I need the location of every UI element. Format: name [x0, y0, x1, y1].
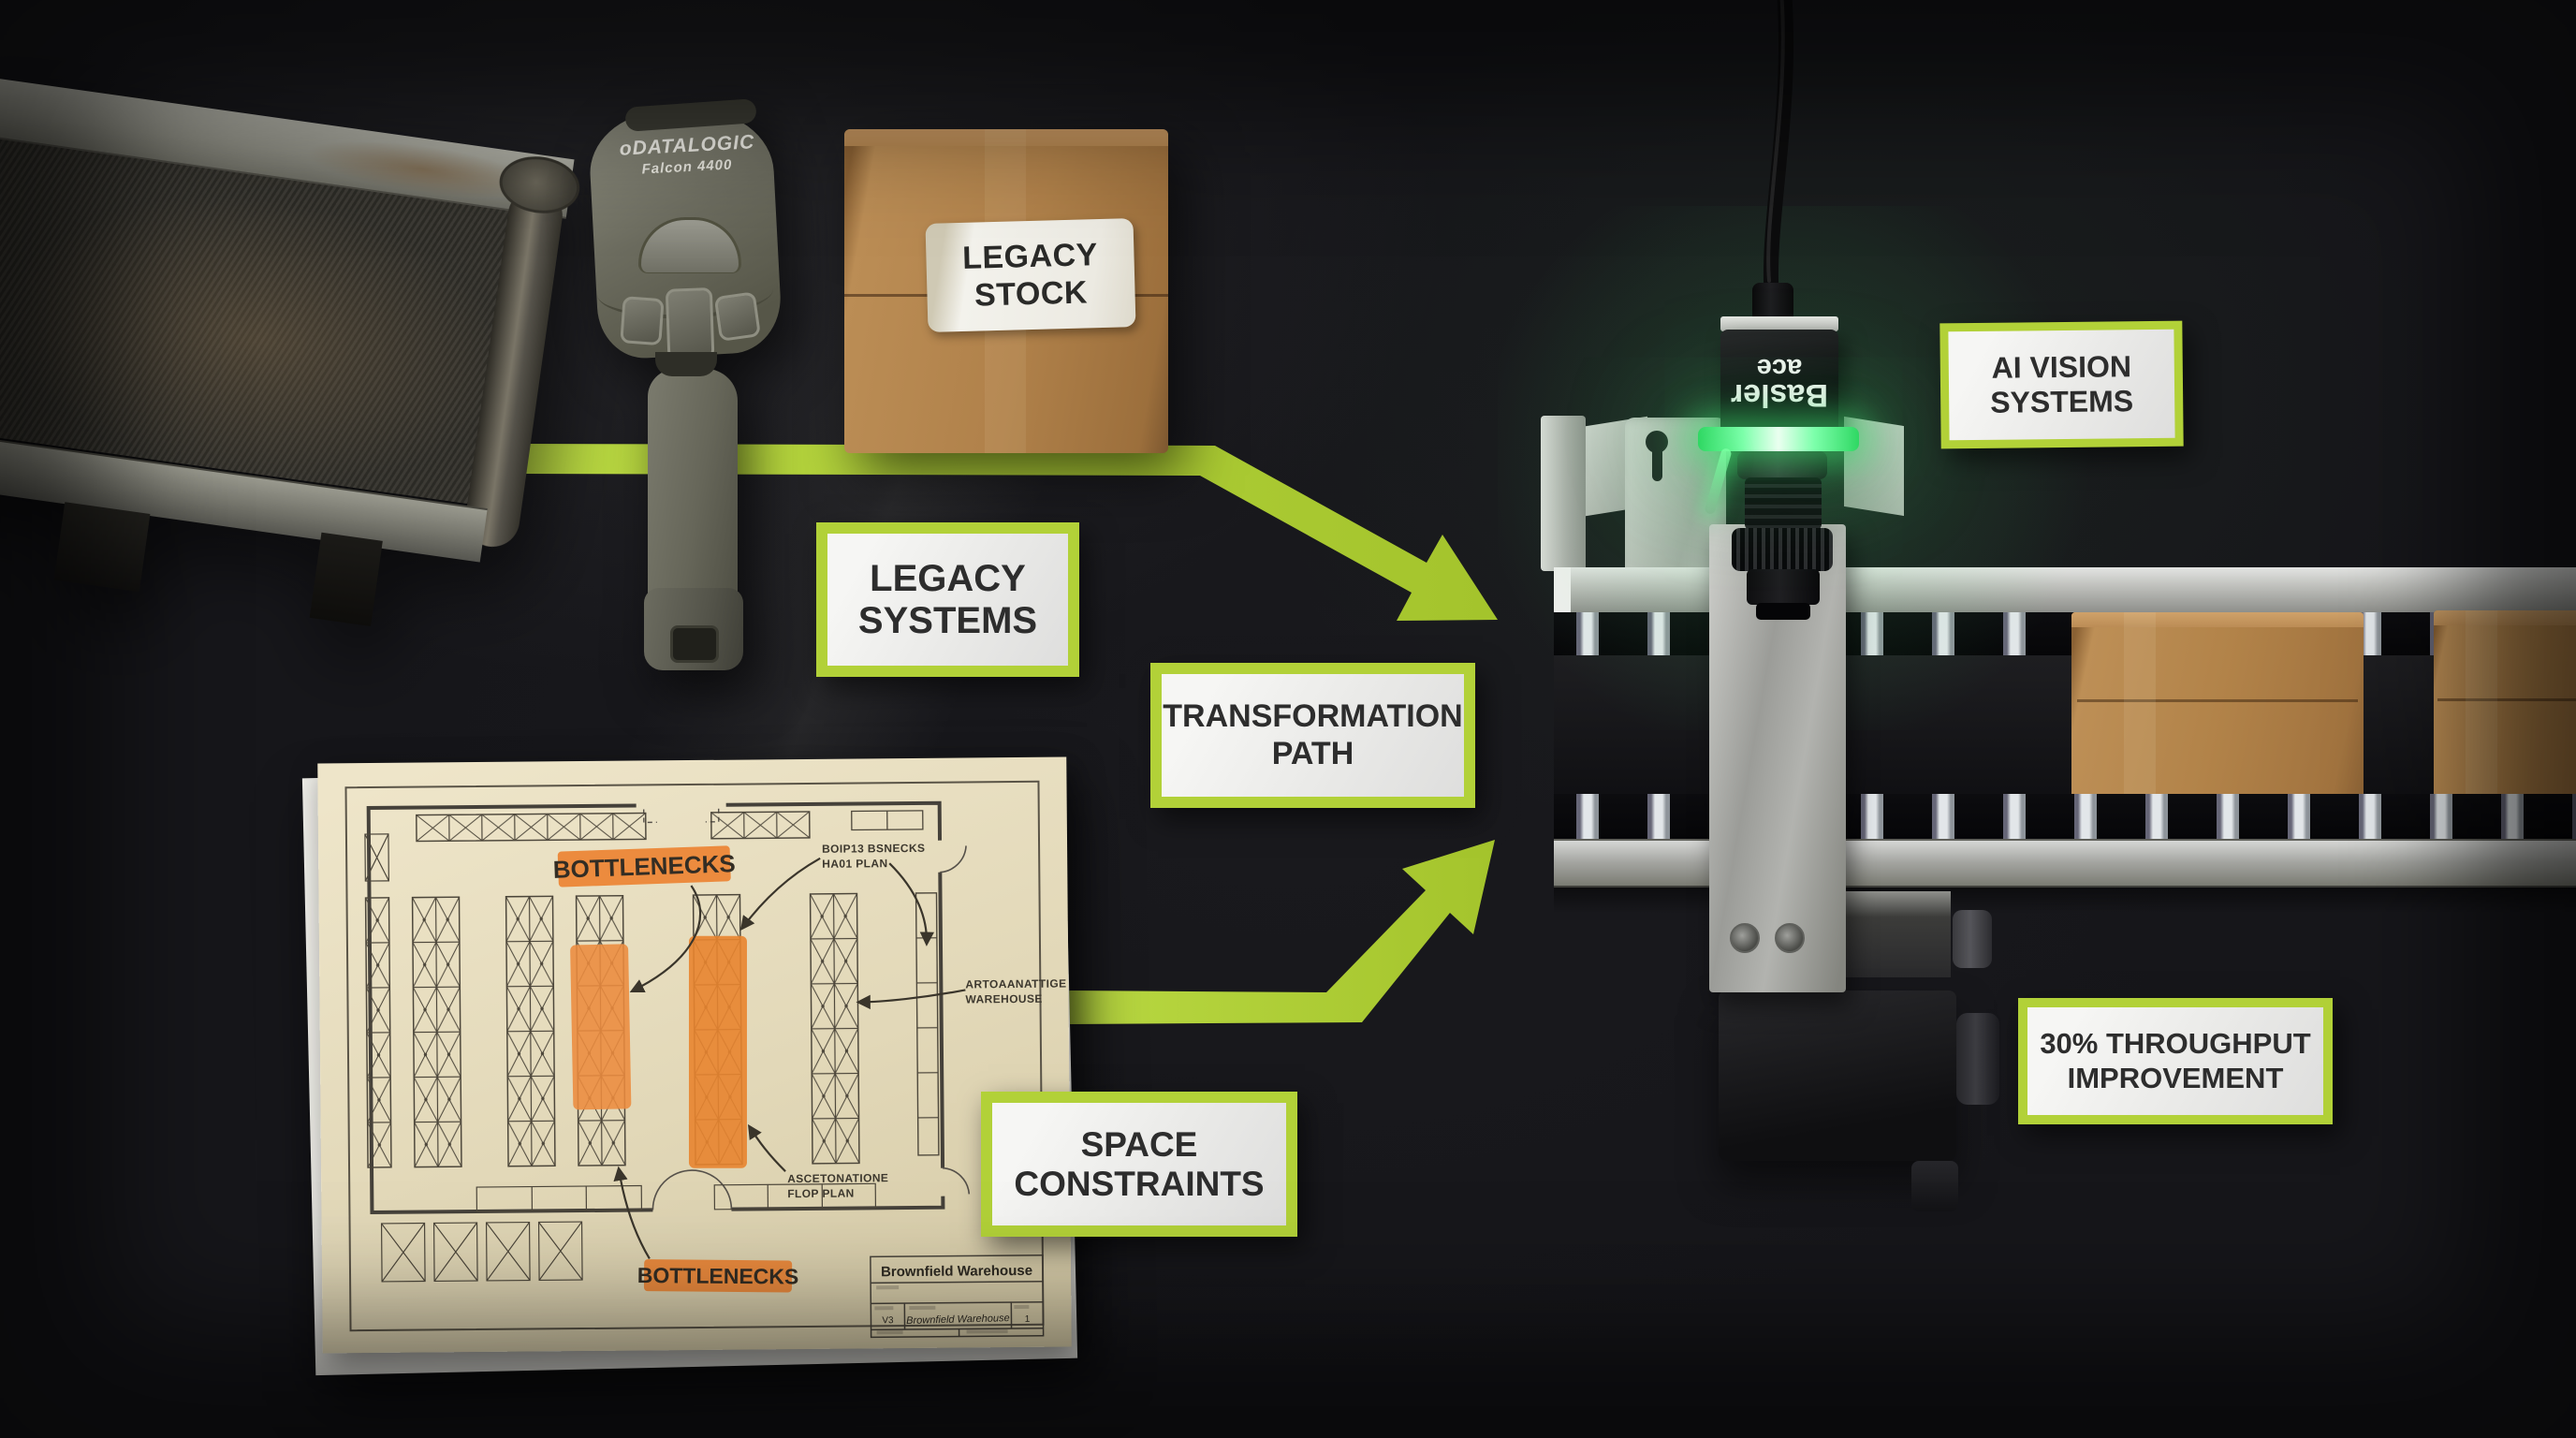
rack-right-strip [915, 892, 940, 1156]
scanner-handle [648, 369, 738, 620]
camera-cable [1763, 0, 1794, 307]
carton-seam [2437, 697, 2576, 701]
conveyor-motor [1719, 990, 1956, 1161]
conveyor-rollers-bottom [1554, 794, 2576, 839]
annotation-arrows [613, 857, 966, 1259]
plan-note-right-2: WAREHOUSE [965, 992, 1042, 1006]
legacy-stock-box: LEGACY STOCK [844, 129, 1168, 453]
motor-cylinder [1956, 1013, 1999, 1105]
card-ai-line2: SYSTEMS [1990, 384, 2134, 419]
bottlenecks-top-highlight [557, 845, 731, 888]
stock-box-top-edge [844, 129, 1168, 146]
camera-brand: Basler [1731, 376, 1828, 413]
title-block-signature: Brownfield Warehouse [906, 1313, 1010, 1327]
rack-left-cell [364, 833, 389, 882]
bottlenecks-top-label: BOTTLENECKS [552, 849, 736, 884]
plan-note-bottom-2: FLOP PLAN [787, 1187, 855, 1201]
legacy-conveyor-leg [53, 502, 151, 593]
conveyor-bottom-rail [1554, 839, 2576, 888]
camera-lens-focus-ring [1732, 528, 1833, 571]
title-block-copies: 1 [1025, 1314, 1031, 1325]
plan-note-bottom: ASCETONATIONE [787, 1171, 888, 1185]
mount-screw [1775, 923, 1805, 953]
scanner-contact-slot [670, 625, 719, 663]
conveyor-rail-end-cap [1554, 567, 1571, 612]
carton-seam [2077, 698, 2358, 702]
carton-box-2 [2434, 610, 2576, 801]
plan-note-top-right: BOIP13 BSNECKS [822, 842, 925, 856]
title-block-title: Brownfield Warehouse [881, 1263, 1032, 1280]
barcode-scanner: oDATALOGIC Falcon 4400 [577, 98, 820, 682]
carton-tape [2124, 612, 2157, 801]
camera-lens-barrel [1745, 477, 1822, 530]
dock-row-inner [476, 1182, 877, 1212]
title-block-revision: V3 [882, 1315, 894, 1326]
lower-bracket [1846, 891, 1951, 977]
rack-left-strip [364, 897, 392, 1168]
carton-box-1 [2071, 612, 2364, 801]
camera-lens-lower [1747, 569, 1820, 605]
rack-pair-2 [505, 895, 556, 1167]
legacy-conveyor-leg [309, 532, 383, 626]
card-space-line1: SPACE [1080, 1125, 1198, 1165]
conveyor-shadow [1554, 886, 2576, 914]
card-legacy-line2: SYSTEMS [857, 599, 1038, 641]
title-block-smudges [874, 1285, 1030, 1335]
plan-note-right: ARTOAANATTIGE [965, 977, 1066, 991]
dock-boxes-outside [380, 1221, 583, 1283]
carton-top-edge [2071, 612, 2364, 627]
camera-brand-label: Basler ace [1731, 352, 1828, 413]
bottlenecks-bottom-label: BOTTLENECKS [637, 1263, 799, 1289]
arrow-legacy-to-ai [520, 444, 1498, 621]
bottlenecks-bottom-highlight [643, 1259, 793, 1293]
scan-line-glow-bar [1698, 427, 1859, 451]
plan-door-arcs [651, 845, 971, 1211]
camera-lens-ring [1737, 451, 1827, 479]
card-transform-line2: PATH [1271, 735, 1354, 771]
rack-pair-5 [809, 892, 860, 1165]
scanner-trigger-base [655, 352, 717, 376]
rack-top-left [416, 812, 647, 843]
camera-body: Basler ace [1720, 330, 1838, 434]
rack-top-middle [710, 811, 811, 840]
bracket-cylinder [1953, 910, 1992, 968]
mount-screw [1730, 923, 1760, 953]
card-thru-line1: 30% THROUGHPUT [2040, 1026, 2311, 1060]
plan-door-dashes [643, 808, 720, 824]
warehouse-floor-plan: BOTTLENECKS BOTTLENECKS BOIP13 BSNECKS H… [317, 756, 1072, 1354]
plan-frame [344, 780, 1045, 1332]
card-transform-line1: TRANSFORMATION [1163, 698, 1463, 735]
camera-lens-cap [1756, 603, 1810, 620]
card-thru-line2: IMPROVEMENT [2067, 1061, 2284, 1094]
title-block [870, 1255, 1045, 1339]
bottleneck-highlight-right [688, 935, 747, 1168]
camera-top-edge [1720, 316, 1838, 331]
card-space-line2: CONSTRAINTS [1014, 1164, 1265, 1203]
card-legacy-line1: LEGACY [870, 557, 1026, 599]
motor-knob [1911, 1161, 1958, 1211]
arrow-plan-to-ai [1062, 840, 1495, 1024]
rack-pair-1 [411, 896, 462, 1168]
carton-face [2071, 612, 2364, 801]
carton-top-edge [2434, 610, 2576, 625]
rack-top-right [851, 810, 924, 831]
carton-tape [2466, 610, 2498, 801]
carton-face [2434, 610, 2576, 801]
card-ai-line1: AI VISION [1991, 349, 2132, 385]
keyhole-slot-tail [1652, 448, 1662, 481]
bottleneck-highlight-left [570, 944, 632, 1110]
conveyor-support-column [1541, 416, 1586, 571]
camera-series: ace [1756, 352, 1803, 383]
plan-note-top-right-2: HA01 PLAN [822, 857, 887, 871]
